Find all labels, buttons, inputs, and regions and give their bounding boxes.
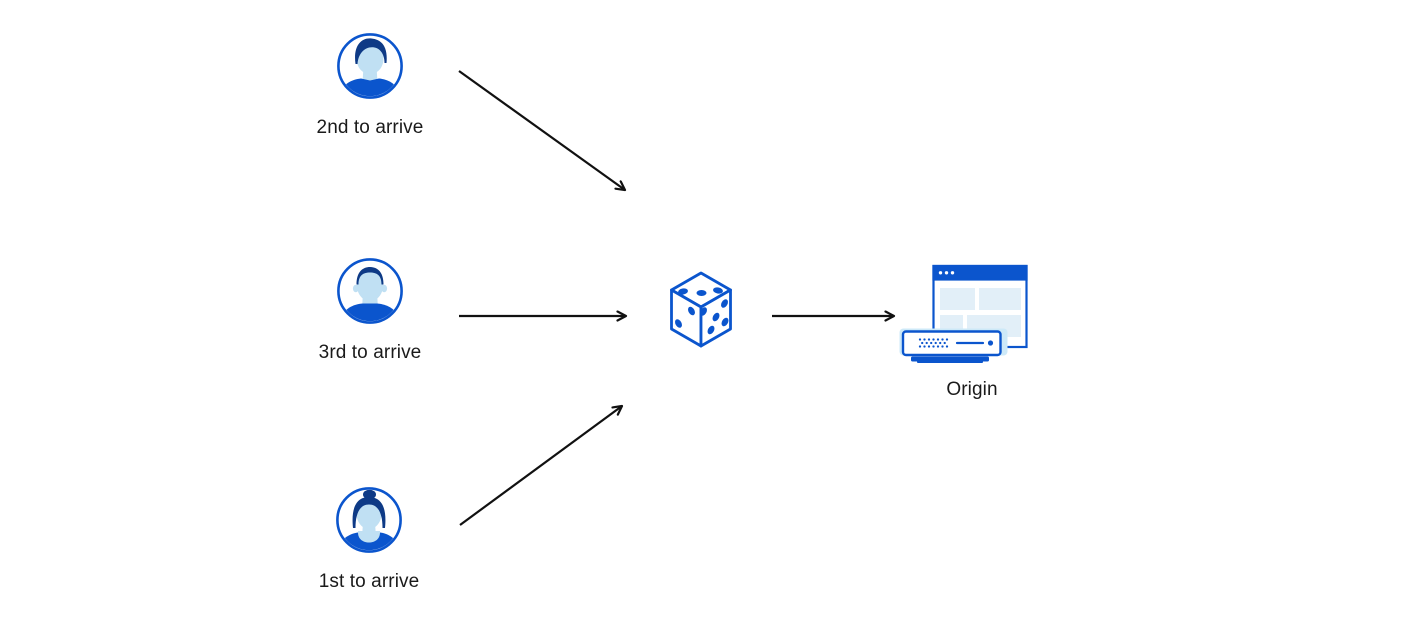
origin-server-browser-icon <box>899 264 1029 364</box>
dice-icon <box>668 270 734 350</box>
origin-node: Origin <box>898 264 1030 401</box>
client-node-2nd: 2nd to arrive <box>290 33 450 139</box>
client-label-3rd: 3rd to arrive <box>318 342 422 363</box>
arrow-client1st-to-dice <box>459 406 622 526</box>
client-node-1st: 1st to arrive <box>289 487 449 593</box>
client-node-3rd: 3rd to arrive <box>290 258 450 364</box>
male-avatar-short-hair-icon <box>337 258 403 324</box>
arrow-client2nd-to-dice <box>458 70 625 190</box>
male-avatar-swept-hair-icon <box>337 33 403 99</box>
client-label-1st: 1st to arrive <box>318 571 420 592</box>
female-avatar-bun-icon <box>336 487 402 553</box>
random-selector-node <box>668 270 734 350</box>
client-label-2nd: 2nd to arrive <box>316 117 424 138</box>
origin-label: Origin <box>946 379 998 400</box>
